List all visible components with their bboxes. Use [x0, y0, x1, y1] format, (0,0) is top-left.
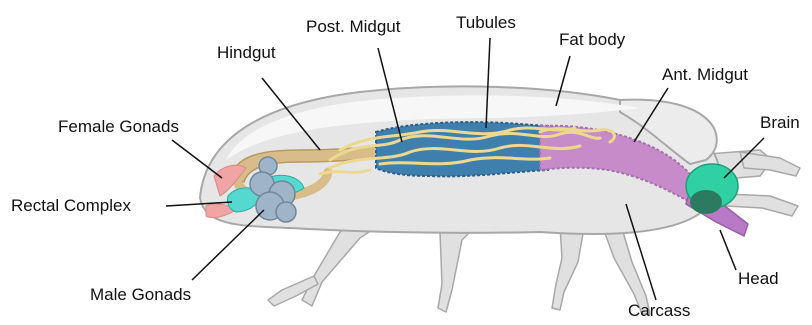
brain-dark-shape — [690, 190, 722, 214]
label-female-gonads: Female Gonads — [58, 118, 179, 135]
label-post-midgut: Post. Midgut — [306, 18, 401, 35]
label-rectal-complex: Rectal Complex — [11, 197, 131, 214]
label-hindgut: Hindgut — [217, 44, 276, 61]
label-brain: Brain — [760, 114, 800, 131]
leader-head — [720, 230, 736, 270]
label-male-gonads: Male Gonads — [90, 286, 191, 303]
label-head: Head — [738, 270, 779, 287]
label-ant-midgut: Ant. Midgut — [662, 66, 748, 83]
label-tubules: Tubules — [456, 14, 516, 31]
label-fat-body: Fat body — [559, 31, 625, 48]
label-carcass: Carcass — [628, 302, 690, 319]
